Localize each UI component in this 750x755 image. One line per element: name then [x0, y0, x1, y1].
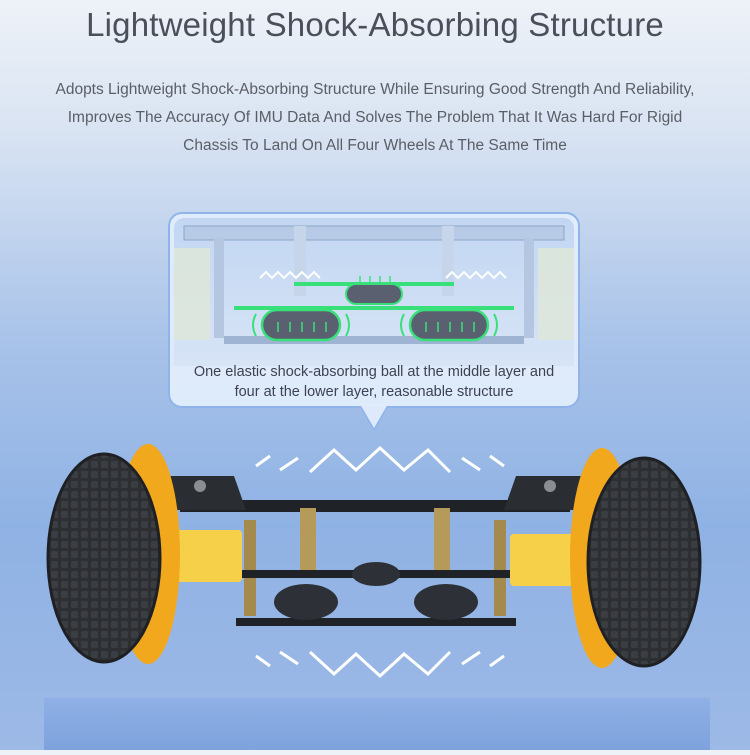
- caption-line-1: One elastic shock-absorbing ball at the …: [193, 364, 555, 380]
- robot-car-scene: [0, 430, 750, 750]
- description-line-1: Adopts Lightweight Shock-Absorbing Struc…: [55, 81, 695, 98]
- detail-callout: One elastic shock-absorbing ball at the …: [168, 212, 580, 408]
- vibration-zigzag-right: [445, 270, 507, 280]
- caption-line-2: four at the lower layer, reasonable stru…: [234, 384, 514, 400]
- lower-shock-ball-left: [260, 308, 342, 342]
- description-line-2: Improves The Accuracy Of IMU Data And So…: [67, 109, 683, 126]
- callout-caption: One elastic shock-absorbing ball at the …: [170, 362, 578, 402]
- callout-pointer: [360, 404, 388, 428]
- detail-illustration: [174, 218, 574, 366]
- chassis-detail-drawing: [174, 225, 574, 344]
- middle-shock-ball: [345, 283, 403, 305]
- pedestal: [44, 698, 710, 750]
- description-line-3: Chassis To Land On All Four Wheels At Th…: [183, 137, 567, 154]
- vibration-marks-bottom: [255, 650, 505, 679]
- vibration-zigzag-left: [259, 270, 321, 280]
- description: Adopts Lightweight Shock-Absorbing Struc…: [20, 76, 730, 160]
- robot-car-drawing: [46, 444, 702, 679]
- vibration-marks-top: [255, 445, 505, 474]
- lower-shock-ball-right: [408, 308, 490, 342]
- page-title: Lightweight Shock-Absorbing Structure: [86, 6, 664, 43]
